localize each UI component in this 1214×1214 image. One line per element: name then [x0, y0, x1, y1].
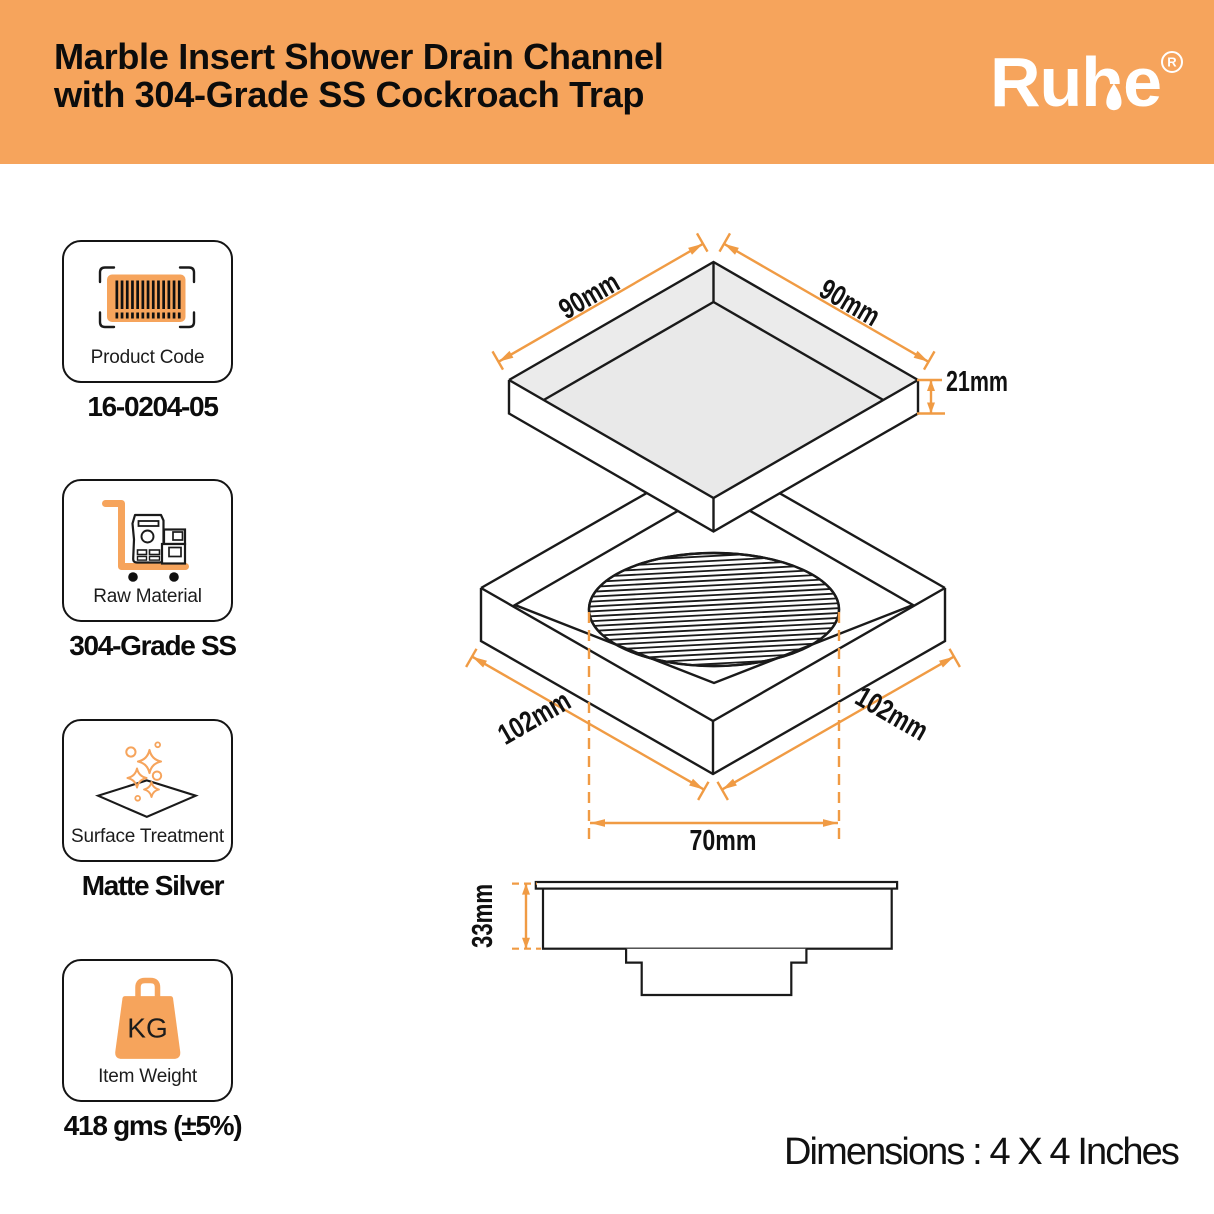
spec-card-value: Matte Silver [81, 869, 225, 901]
spec-card-item-weight: KG Item Weight [62, 958, 233, 1102]
side-view-drawing [534, 880, 899, 997]
dim-drain-label: 70mm [690, 825, 757, 857]
overall-dimensions: Dimensions : 4 X 4 Inches [784, 1131, 1180, 1173]
barcode-icon [99, 266, 196, 329]
dim-base-width-label: 102mm [493, 685, 577, 752]
spec-card-value: 304-Grade SS [69, 629, 237, 661]
base-frame-isometric [479, 453, 947, 776]
trolley-icon [102, 499, 190, 582]
sparkle-diamond-icon [95, 741, 200, 818]
kg-icon-label: KG [128, 1012, 168, 1043]
product-title-line1: Marble Insert Shower Drain Channel [54, 35, 664, 77]
dim-top-height-label: 21mm [946, 366, 1008, 398]
header-banner: Marble Insert Shower Drain Channel with … [0, 0, 1214, 164]
dim-top-width-label: 90mm [554, 266, 625, 326]
brand-wordmark: Ruhe [990, 43, 1161, 121]
product-title-line2: with 304-Grade SS Cockroach Trap [54, 74, 645, 115]
water-droplet-icon [1106, 83, 1122, 111]
spec-card-surface-treatment: Surface Treatment [62, 718, 233, 862]
spec-card-label: Surface Treatment [71, 825, 224, 847]
dimension-annotations [465, 232, 961, 950]
spec-card-value: 16-0204-05 [87, 391, 219, 422]
spec-card-raw-material: Raw Material [62, 478, 233, 622]
dim-side-height-label: 33mm [467, 884, 499, 948]
spec-card-value: 418 gms (±5%) [63, 1109, 243, 1141]
spec-card-label: Product Code [90, 347, 205, 368]
product-title: Marble Insert Shower Drain Channel with … [54, 35, 664, 115]
insert-tray-isometric [507, 260, 920, 533]
registered-mark-letter: R [1167, 55, 1177, 70]
dim-top-depth-label: 90mm [814, 273, 885, 333]
spec-card-label: Item Weight [98, 1065, 197, 1087]
brand-logo: Ruhe R [990, 43, 1183, 121]
spec-card-label: Raw Material [93, 585, 202, 607]
weight-icon: KG [115, 977, 181, 1059]
spec-card-product-code: Product Code [62, 240, 233, 383]
dim-base-depth-label: 102mm [850, 681, 934, 748]
